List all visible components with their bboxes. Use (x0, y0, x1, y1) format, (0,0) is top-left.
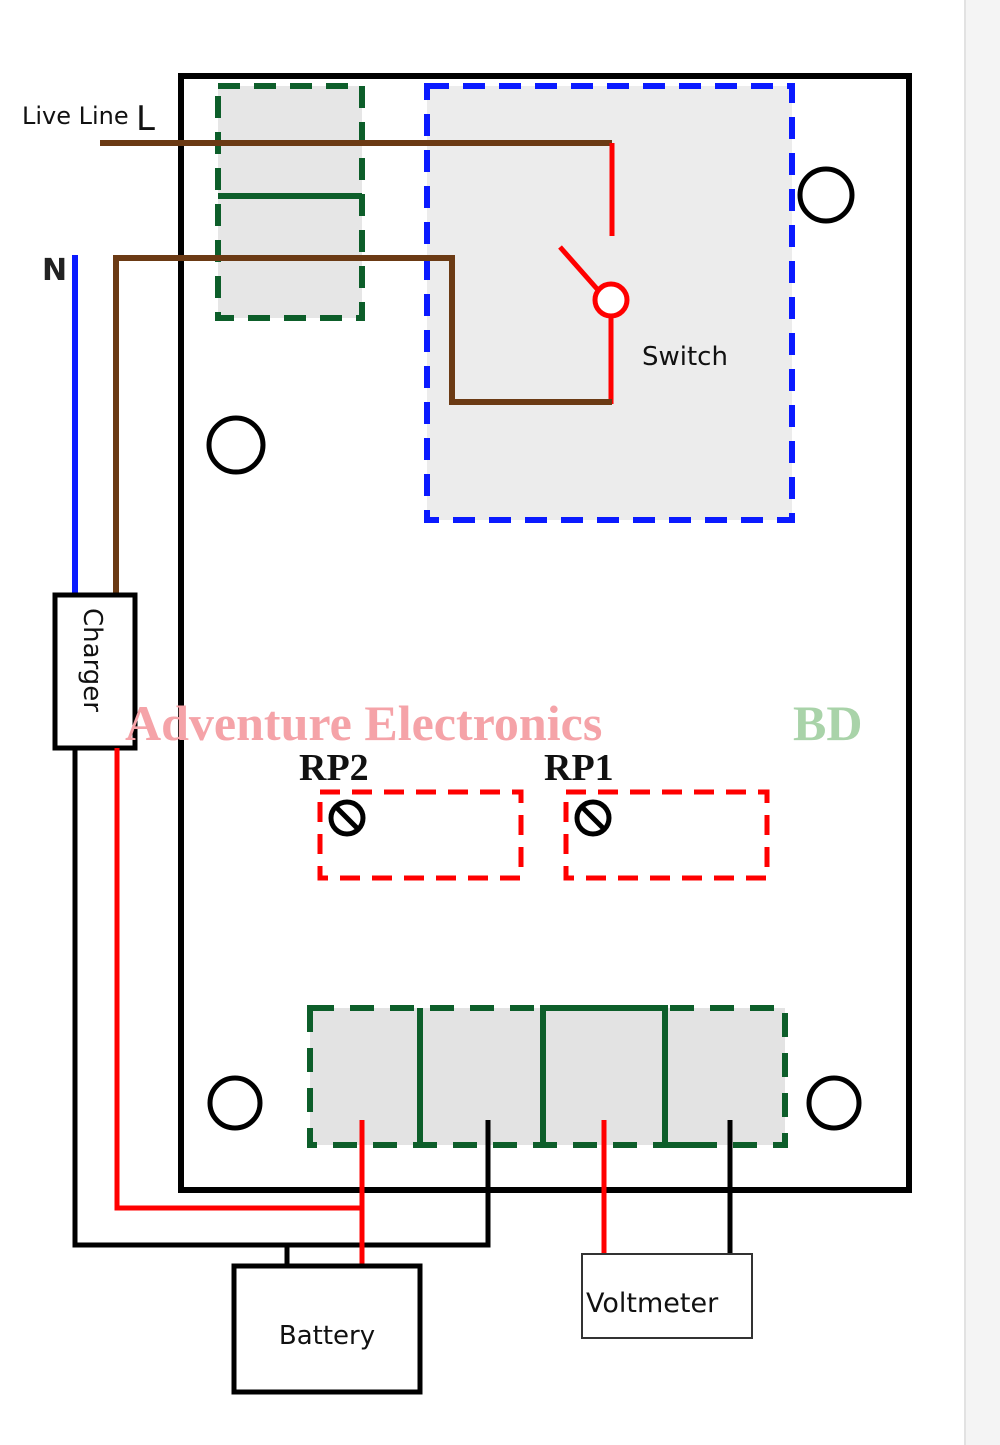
live-letter-label: L (136, 99, 155, 139)
rp1-label: RP1 (544, 747, 614, 789)
input-terminal-block (215, 83, 365, 321)
mounting-hole-top-right (797, 166, 855, 224)
switch-arm (558, 245, 600, 292)
live-line-label: Live Line (22, 102, 129, 130)
output-terminal-block (307, 1005, 788, 1148)
battery-box (231, 1263, 423, 1395)
voltmeter-box (581, 1253, 753, 1339)
watermark-suffix: BD (793, 695, 862, 751)
charger-positive-wire (114, 748, 362, 1211)
voltmeter-label: Voltmeter (586, 1288, 719, 1319)
switch-pivot-icon (592, 281, 630, 319)
switch-label: Switch (642, 342, 728, 372)
battery-label: Battery (279, 1321, 375, 1351)
rp2-label: RP2 (299, 747, 369, 789)
switched-live-wire (113, 255, 612, 596)
charger-label: Charger (77, 608, 107, 712)
charger-negative-wire (72, 748, 491, 1248)
mounting-hole-mid-left (206, 415, 266, 475)
rp2-knob-icon (328, 799, 366, 837)
rp1-knob-icon (574, 799, 612, 837)
terminal-divider (540, 1005, 700, 1148)
mounting-hole-bottom-left (207, 1075, 263, 1131)
watermark-text: Adventure Electronics (125, 695, 602, 751)
right-margin-strip (965, 0, 1000, 1445)
neutral-label: N (42, 253, 67, 288)
mounting-hole-bottom-right (806, 1075, 862, 1131)
charger-box (52, 592, 138, 751)
